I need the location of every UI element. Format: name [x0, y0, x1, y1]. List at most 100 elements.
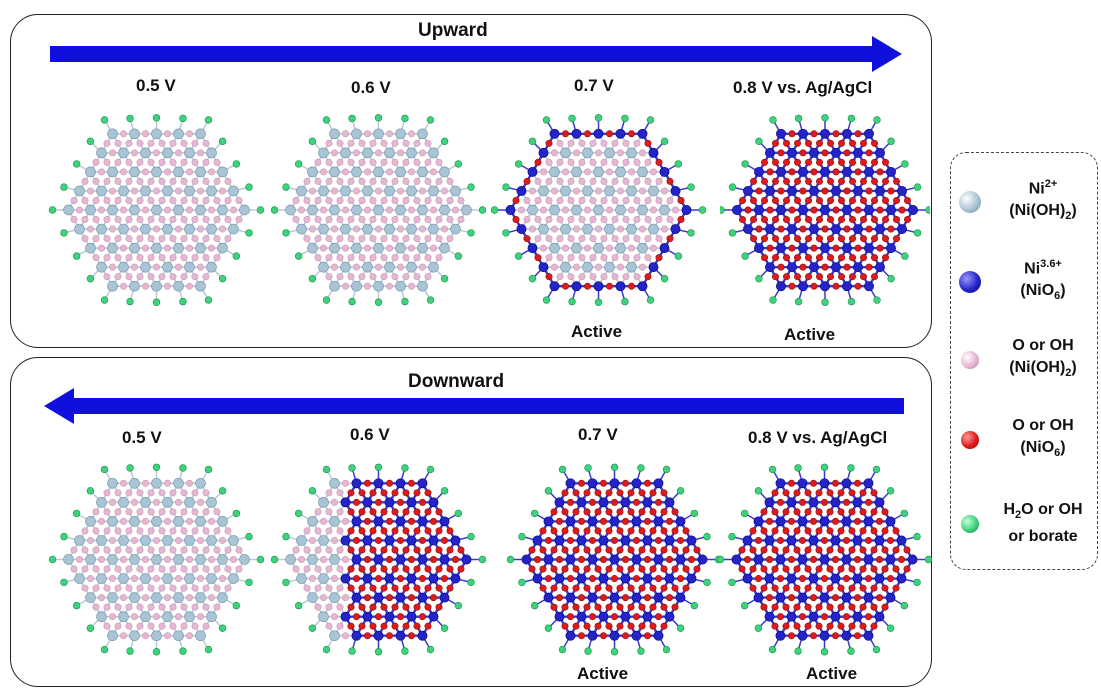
- oxygen-atom: [136, 603, 144, 611]
- oxygen-atom: [843, 187, 851, 195]
- ni36-atom: [461, 554, 472, 565]
- water-ligand: [454, 509, 463, 518]
- ni2-atom: [428, 185, 439, 197]
- ni36-atom: [554, 497, 565, 508]
- oxygen-atom: [777, 613, 785, 621]
- ni2-atom: [428, 223, 439, 235]
- ni2-atom: [85, 516, 96, 527]
- oxygen-atom: [158, 527, 166, 535]
- oxygen-atom: [578, 158, 586, 166]
- water-ligand: [282, 183, 290, 191]
- ni2-atom: [151, 166, 162, 178]
- oxygen-atom: [876, 206, 884, 214]
- oxygen-atom: [325, 565, 333, 573]
- down-potential-3: 0.8 V vs. Ag/AgCl: [748, 428, 888, 447]
- water-ligand: [179, 297, 187, 306]
- oxygen-atom: [336, 603, 344, 611]
- oxygen-atom: [380, 235, 388, 243]
- oxygen-atom: [169, 139, 177, 147]
- oxygen-atom: [638, 622, 646, 630]
- oxygen-atom: [848, 622, 856, 630]
- oxygen-atom: [859, 584, 867, 592]
- oxygen-atom: [230, 556, 238, 564]
- oxygen-atom: [142, 282, 150, 290]
- oxygen-atom: [153, 575, 161, 583]
- water-ligand: [72, 252, 81, 260]
- oxygen-atom: [545, 216, 553, 224]
- oxygen-atom: [342, 517, 350, 525]
- water-ligand: [401, 464, 409, 472]
- ni2-atom: [593, 166, 604, 178]
- oxygen-atom: [600, 139, 608, 147]
- ni36-atom: [439, 592, 450, 603]
- ni2-atom: [140, 611, 151, 623]
- oxygen-atom: [600, 196, 608, 204]
- oxygen-atom: [197, 263, 205, 271]
- ni2-atom: [296, 535, 307, 546]
- oxygen-atom: [677, 216, 685, 224]
- oxygen-atom: [402, 216, 410, 224]
- oxygen-atom: [838, 273, 846, 281]
- oxygen-atom: [616, 489, 624, 497]
- water-ligand: [218, 624, 227, 632]
- legend-water-line1-rest: O or OH: [1021, 501, 1083, 518]
- oxygen-atom: [854, 479, 862, 487]
- ni36-atom: [886, 205, 896, 215]
- oxygen-atom: [353, 149, 361, 157]
- oxygen-atom: [595, 263, 603, 271]
- oxygen-atom: [760, 235, 768, 243]
- oxygen-atom: [561, 489, 569, 497]
- oxygen-atom: [849, 254, 857, 262]
- oxygen-atom: [578, 479, 586, 487]
- ni36-atom: [631, 554, 642, 565]
- ni2-atom: [140, 261, 151, 273]
- legend-water-sub: 2: [1015, 509, 1022, 522]
- ni36-atom: [874, 573, 885, 584]
- oxygen-atom: [816, 158, 824, 166]
- oxygen-atom: [556, 177, 564, 185]
- oxygen-atom: [616, 508, 624, 516]
- oxygen-atom: [197, 187, 205, 195]
- ni36-atom: [670, 185, 681, 196]
- oxygen-atom: [594, 565, 602, 573]
- oxygen-atom: [81, 527, 89, 535]
- oxygen-atom: [805, 216, 813, 224]
- oxygen-atom: [213, 527, 221, 535]
- oxygen-atom: [391, 254, 399, 262]
- oxygen-atom: [788, 244, 796, 252]
- legend-ni36-sup: 3.6+: [1040, 258, 1062, 270]
- oxygen-atom: [782, 527, 790, 535]
- water-ligand: [518, 532, 526, 541]
- oxygen-atom: [782, 196, 790, 204]
- water-ligand: [179, 114, 187, 123]
- water-ligand: [887, 137, 895, 146]
- oxygen-atom: [589, 216, 597, 224]
- oxygen-atom: [821, 225, 829, 233]
- ni36-atom: [659, 243, 670, 254]
- oxygen-atom: [671, 584, 679, 592]
- oxygen-atom: [882, 177, 890, 185]
- oxygen-atom: [871, 254, 879, 262]
- ni36-atom: [609, 516, 620, 527]
- oxygen-atom: [81, 565, 89, 573]
- oxygen-atom: [628, 130, 636, 138]
- ni2-atom: [162, 147, 173, 159]
- water-ligand: [506, 555, 515, 564]
- oxygen-atom: [622, 235, 630, 243]
- water-ligand: [518, 578, 526, 587]
- oxygen-atom: [860, 254, 868, 262]
- oxygen-atom: [435, 158, 443, 166]
- ni2-atom: [217, 592, 228, 603]
- ni36-atom: [532, 535, 543, 546]
- ni36-atom: [565, 554, 576, 565]
- oxygen-atom: [202, 139, 210, 147]
- oxygen-atom: [402, 584, 410, 592]
- ni2-atom: [151, 554, 162, 565]
- oxygen-atom: [292, 565, 300, 573]
- oxygen-atom: [594, 527, 602, 535]
- oxygen-atom: [202, 158, 210, 166]
- water-ligand: [440, 624, 449, 632]
- oxygen-atom: [859, 546, 867, 554]
- legend-item-ni36: Ni3.6+ (NiO6): [951, 247, 1099, 307]
- ni2-atom: [184, 261, 195, 273]
